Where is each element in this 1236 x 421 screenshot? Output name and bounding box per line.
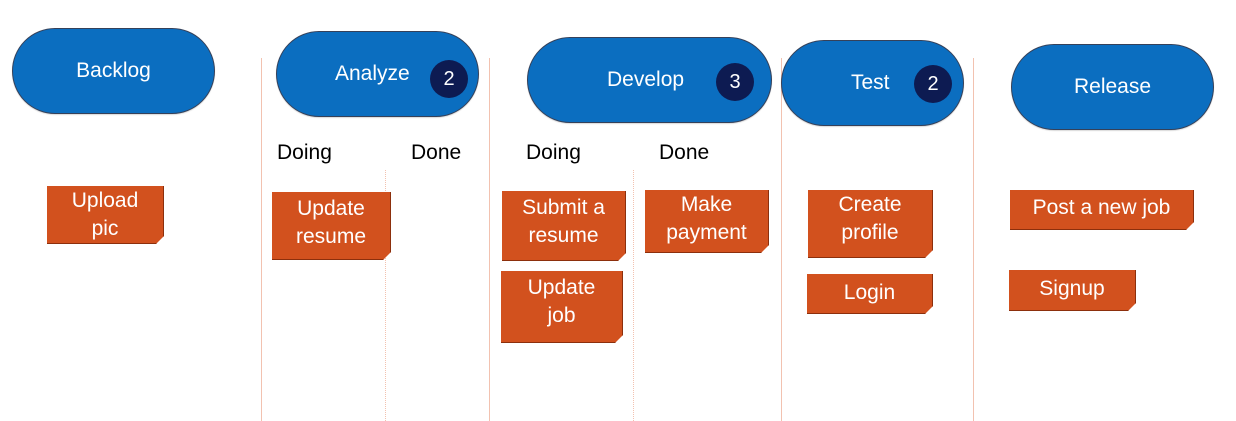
column-divider <box>489 58 490 421</box>
subcolumn-label-develop-done: Done <box>659 141 710 164</box>
wip-limit-badge: 2 <box>430 60 468 98</box>
column-divider <box>261 58 262 421</box>
wip-limit-badge: 2 <box>914 65 952 103</box>
task-card[interactable]: Post a new job <box>1010 190 1194 230</box>
column-header-develop: Develop 3 <box>527 37 772 123</box>
subcolumn-label-analyze-doing: Doing <box>277 141 332 164</box>
column-title: Backlog <box>76 59 151 82</box>
column-title: Develop <box>607 68 685 91</box>
task-card[interactable]: Make payment <box>645 190 769 253</box>
column-divider <box>973 58 974 421</box>
task-card[interactable]: Update job <box>501 271 623 343</box>
task-card[interactable]: Create profile <box>808 190 933 258</box>
subcolumn-label-develop-doing: Doing <box>526 141 581 164</box>
column-title: Analyze <box>335 62 410 85</box>
column-header-backlog: Backlog <box>12 28 215 114</box>
subcolumn-label-analyze-done: Done <box>411 141 462 164</box>
column-header-test: Test 2 <box>781 40 964 126</box>
subcolumn-divider <box>633 170 634 421</box>
task-card[interactable]: Upload pic <box>47 186 164 244</box>
task-card[interactable]: Update resume <box>272 192 391 260</box>
column-header-release: Release <box>1011 44 1214 130</box>
wip-limit-badge: 3 <box>716 63 754 101</box>
subcolumn-divider <box>385 170 386 421</box>
column-divider <box>781 58 782 421</box>
task-card[interactable]: Login <box>807 274 933 314</box>
column-title: Release <box>1073 75 1152 98</box>
column-header-analyze: Analyze 2 <box>276 31 479 117</box>
task-card[interactable]: Signup <box>1009 270 1136 311</box>
task-card[interactable]: Submit a resume <box>502 191 626 261</box>
column-title: Test <box>851 71 890 94</box>
